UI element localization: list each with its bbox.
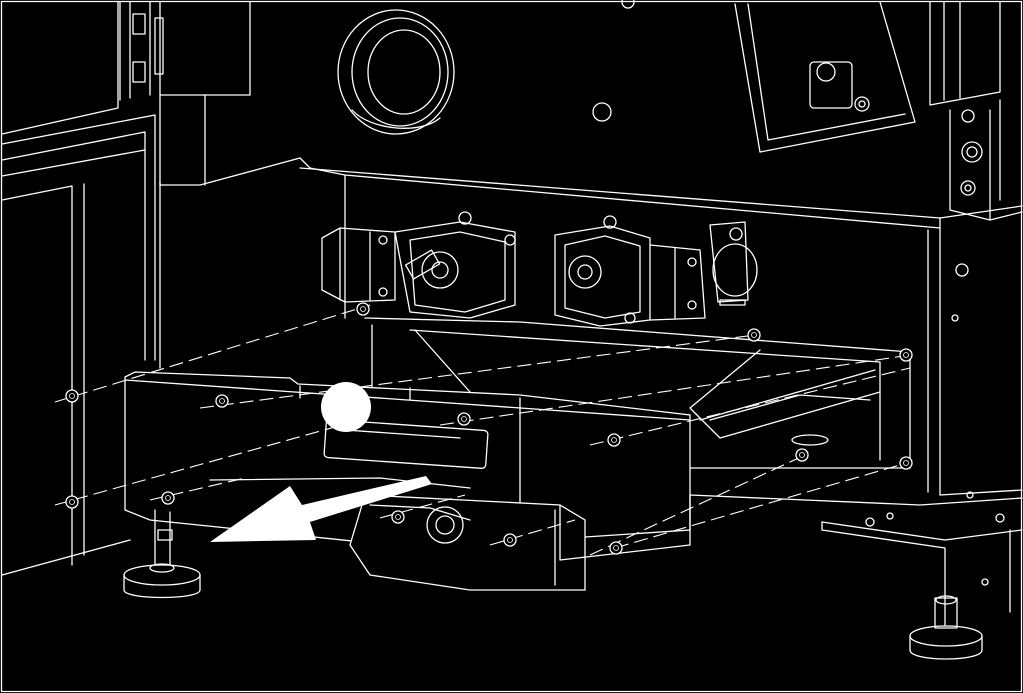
leveling-foot-right (909, 595, 983, 660)
screw-icon (65, 389, 79, 403)
screw-head-detail (219, 398, 225, 404)
screw-head-detail (613, 545, 619, 551)
screw-icon (356, 302, 370, 316)
screw-head-detail (903, 460, 909, 466)
valve-assembly-right (554, 215, 758, 327)
screw-icon (747, 328, 761, 342)
right-bracket (949, 99, 1023, 221)
main-enclosure (299, 157, 1023, 496)
screw-head-detail (360, 306, 366, 312)
left-cabinet-door (1, 1, 164, 576)
screw-head-detail (395, 514, 401, 520)
screw-icon (795, 448, 809, 462)
leveling-foot-left (123, 563, 201, 599)
screw-head-detail (799, 452, 805, 458)
screw-head-detail (461, 416, 467, 422)
screw-icon (899, 456, 913, 470)
tilted-panel (734, 1, 1001, 153)
screw-head-detail (69, 393, 75, 399)
screw-icon (609, 541, 623, 555)
screw-icon (161, 491, 175, 505)
screw-head-detail (69, 499, 75, 505)
circle-marker-icon (321, 382, 371, 432)
screw-icon (607, 433, 621, 447)
upper-housing (159, 0, 635, 369)
valve-assembly-left (321, 211, 516, 319)
screw-head-detail (611, 437, 617, 443)
arrow-icon (210, 476, 432, 542)
screw-head-detail (165, 495, 171, 501)
screw-icon (391, 510, 405, 524)
screw-head-detail (751, 332, 757, 338)
screw-icon (503, 533, 517, 547)
screw-icon (899, 348, 913, 362)
fastener-group (65, 302, 913, 555)
screw-head-detail (903, 352, 909, 358)
screw-icon (215, 394, 229, 408)
base-plate (559, 491, 1023, 626)
fastener-guide-lines (54, 304, 911, 556)
round-port (337, 9, 455, 135)
screw-icon (65, 495, 79, 509)
screw-icon (457, 412, 471, 426)
screw-head-detail (507, 537, 513, 543)
